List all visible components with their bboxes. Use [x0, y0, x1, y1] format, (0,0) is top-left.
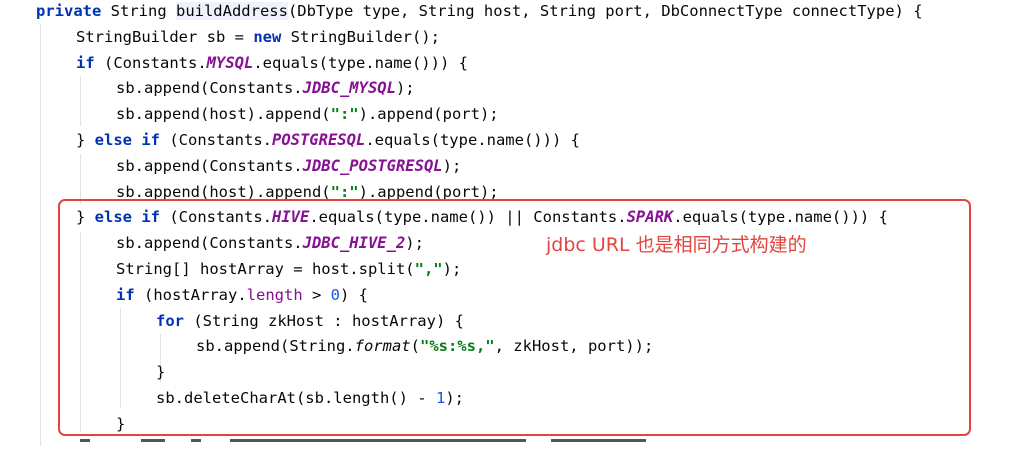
code-token: } — [76, 208, 95, 227]
code-line: for (String zkHost : hostArray) { — [156, 308, 464, 334]
code-token: ).append(port); — [358, 105, 499, 124]
code-line: } else if (Constants.HIVE.equals(type.na… — [76, 204, 888, 230]
code-line: if (Constants.MYSQL.equals(type.name()))… — [76, 50, 468, 76]
code-token: JDBC_HIVE_2 — [302, 234, 406, 253]
code-token: HIVE — [271, 208, 310, 227]
indent-guide — [160, 334, 161, 382]
code-token: sb.append(Constants. — [116, 156, 303, 175]
code-token: ).append(port); — [358, 182, 499, 201]
code-token: length — [246, 285, 303, 304]
partially-visible-code-line — [36, 436, 656, 456]
code-token: JDBC_MYSQL — [302, 79, 396, 98]
code-line: sb.append(Constants.JDBC_MYSQL); — [116, 75, 415, 101]
indent-guide — [40, 24, 41, 446]
annotation-text: jdbc URL 也是相同方式构建的 — [546, 234, 807, 256]
code-token: SPARK — [626, 208, 674, 227]
code-token: (String zkHost : hostArray) { — [193, 311, 464, 330]
code-token: sb.append(Constants. — [116, 79, 303, 98]
code-token: "%s:%s," — [419, 337, 495, 356]
code-token: for — [156, 311, 194, 330]
code-token: else if — [94, 131, 170, 149]
code-line: String[] hostArray = host.split(","); — [116, 256, 461, 282]
code-token: ); — [395, 79, 415, 98]
code-token: "," — [414, 260, 443, 278]
code-token: } — [76, 131, 95, 149]
code-line: sb.append(host).append(":").append(port)… — [116, 179, 499, 205]
code-token: StringBuilder(); — [290, 27, 440, 46]
code-token: JDBC_POSTGRESQL — [302, 156, 443, 175]
code-token: String — [110, 2, 176, 20]
code-line: private String buildAddress(DbType type,… — [36, 0, 923, 24]
code-token: ) { — [340, 285, 368, 304]
code-token: if — [116, 285, 144, 304]
code-token: .equals(type.name()) || Constants. — [309, 208, 627, 227]
code-token: sb.append(host).append( — [116, 105, 331, 124]
code-token: sb.append(Constants. — [116, 234, 303, 253]
code-token: new — [253, 27, 291, 46]
code-token: } — [156, 363, 166, 382]
code-line: sb.append(host).append(":").append(port)… — [116, 101, 499, 127]
code-token: MYSQL — [206, 53, 254, 72]
code-token: .equals(type.name())) { — [673, 208, 888, 227]
code-token: } — [116, 414, 126, 433]
code-token: format — [354, 337, 411, 356]
code-token: ":" — [330, 105, 359, 124]
code-token: if — [76, 53, 104, 72]
code-token: POSTGRESQL — [271, 131, 366, 149]
code-line: sb.deleteCharAt(sb.length() - 1); — [156, 385, 464, 411]
code-token: sb.deleteCharAt(sb.length() - — [156, 389, 436, 407]
code-token: (DbType type, String host, String port, … — [287, 2, 923, 20]
code-line: sb.append(String.format("%s:%s,", zkHost… — [196, 333, 653, 359]
code-token: (hostArray. — [144, 285, 247, 304]
indent-guide — [120, 308, 121, 408]
code-token: StringBuilder sb = — [76, 27, 254, 46]
code-token: sb.append(String. — [196, 337, 355, 356]
code-token: ); — [442, 156, 462, 175]
code-token: ); — [405, 234, 424, 253]
highlight-callout-box — [58, 199, 971, 436]
code-token: > — [302, 285, 331, 304]
code-token: ); — [442, 260, 462, 278]
indent-guide — [80, 232, 81, 432]
code-token: sb.append(host).append( — [116, 182, 331, 201]
code-line: sb.append(Constants.JDBC_POSTGRESQL); — [116, 153, 461, 179]
code-token: 0 — [330, 285, 340, 304]
indent-guide — [80, 154, 81, 204]
code-line: } — [116, 411, 125, 437]
code-token: else if — [94, 208, 170, 227]
code-token: .equals(type.name())) { — [365, 131, 580, 149]
code-token: (Constants. — [104, 53, 207, 72]
code-token: ); — [445, 389, 464, 407]
code-line: sb.append(Constants.JDBC_HIVE_2); — [116, 230, 424, 256]
code-line: } else if (Constants.POSTGRESQL.equals(t… — [76, 127, 580, 153]
code-token: String[] hostArray = host.split( — [116, 260, 415, 278]
code-line: StringBuilder sb = new StringBuilder(); — [76, 24, 440, 50]
code-token: 1 — [435, 389, 446, 407]
code-token: ":" — [330, 182, 359, 201]
code-token: private — [36, 2, 111, 20]
code-token: buildAddress — [175, 2, 288, 20]
code-token: (Constants. — [169, 208, 272, 227]
code-token: ( — [410, 337, 420, 356]
code-token: .equals(type.name())) { — [253, 53, 468, 72]
indent-guide — [80, 76, 81, 126]
code-line: if (hostArray.length > 0) { — [116, 282, 368, 308]
code-token: (Constants. — [169, 131, 272, 149]
code-line: } — [156, 359, 165, 385]
code-token: , zkHost, port)); — [494, 337, 654, 356]
code-editor[interactable]: private String buildAddress(DbType type,… — [0, 0, 1036, 446]
